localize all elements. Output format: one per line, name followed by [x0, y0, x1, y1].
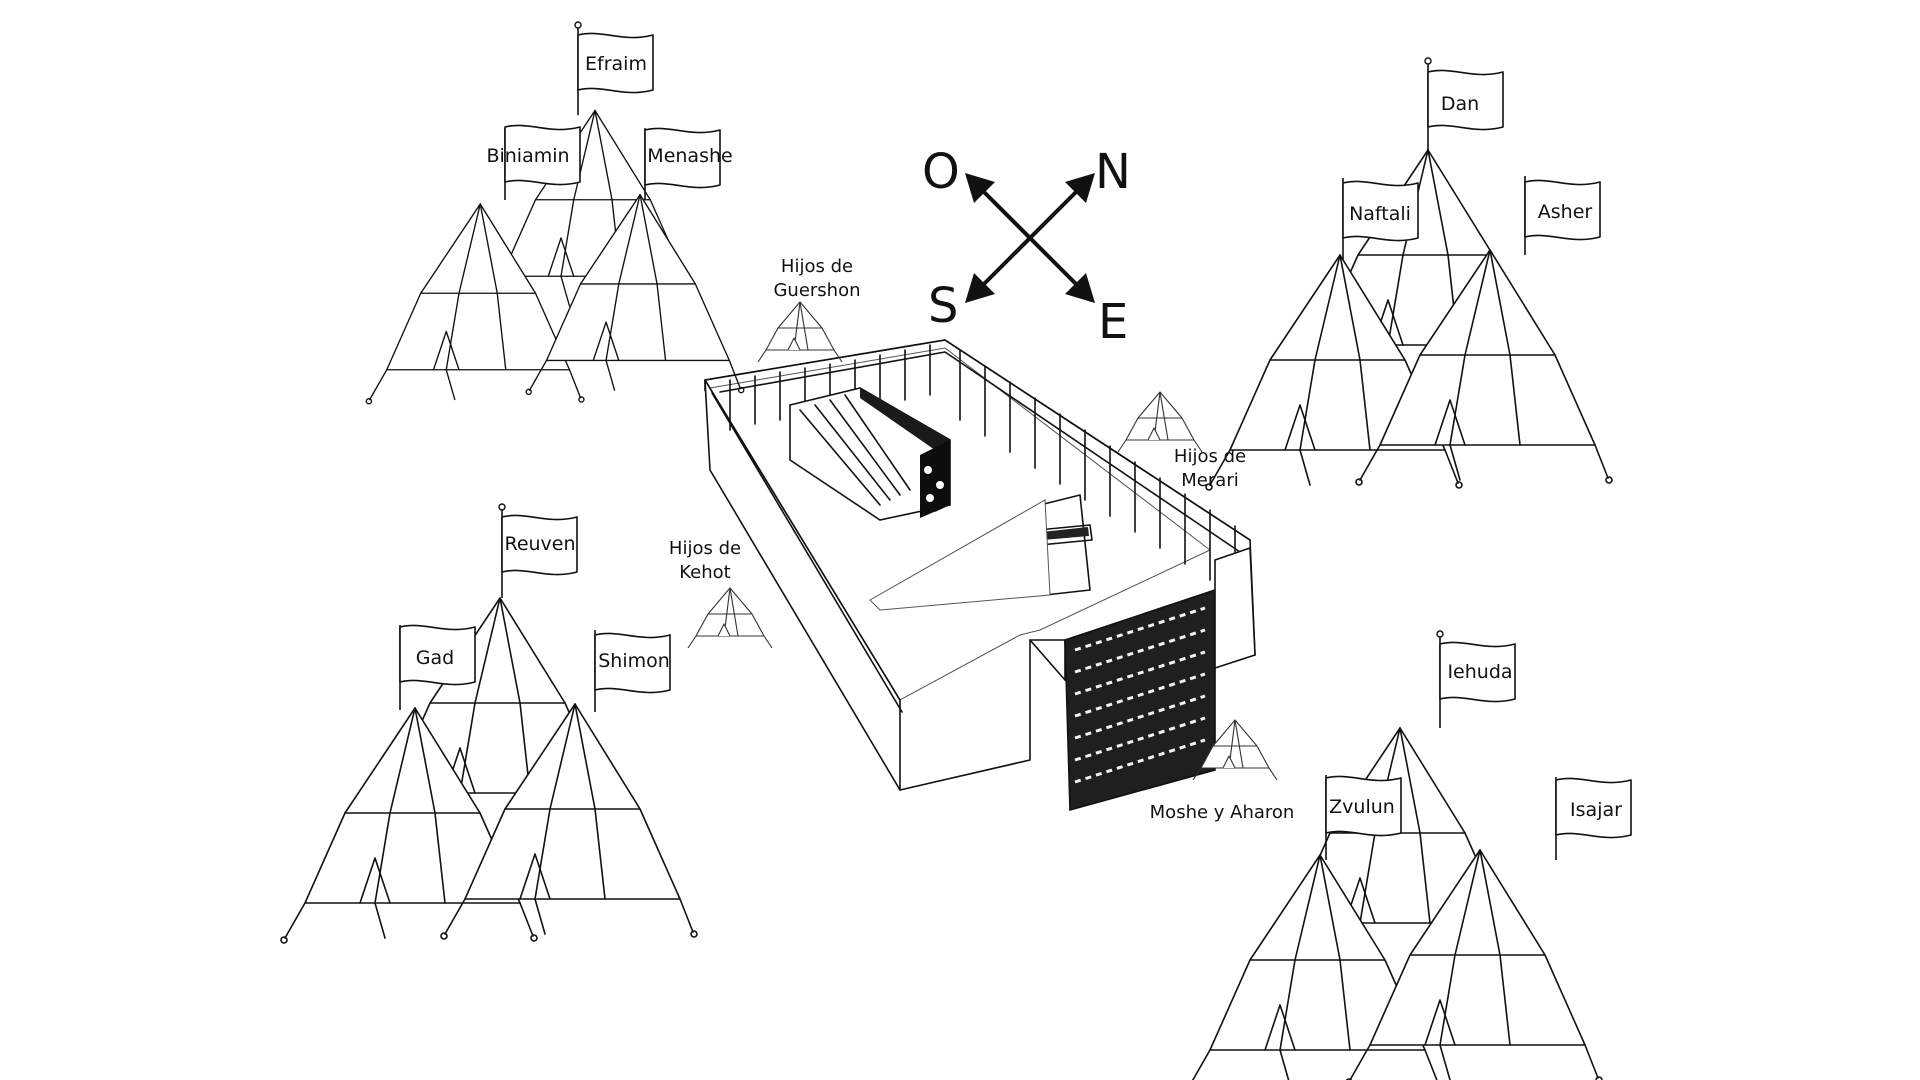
flag-label-biniamin: Biniamin [486, 145, 569, 167]
flag-label-dan: Dan [1441, 93, 1479, 115]
camp-reuven: Reuven Gad Shimon [280, 503, 698, 944]
moshe-aharon-label: Moshe y Aharon [1150, 802, 1295, 823]
tent-icon [757, 301, 843, 363]
flag-label-iehuda: Iehuda [1447, 661, 1512, 683]
guershon-label-line1: Hijos de [781, 256, 853, 277]
flag-label-efraim: Efraim [585, 53, 647, 75]
camp-dan: Dan Naftali Asher [1205, 57, 1613, 491]
kehot-label-line1: Hijos de [669, 538, 741, 559]
flag-main: Efraim [574, 21, 654, 115]
flag-label-asher: Asher [1538, 201, 1593, 223]
tent-icon [687, 587, 773, 649]
courtyard-gate [1064, 588, 1216, 812]
flag-right: Asher [1524, 176, 1601, 255]
flag-main: Reuven [498, 503, 578, 598]
flag-label-gad: Gad [416, 647, 454, 669]
compass-north-label: N [1095, 144, 1131, 200]
camp-iehuda: Iehuda Zvulun Isajar [1185, 630, 1632, 1080]
kehot-label-line2: Kehot [679, 562, 730, 583]
compass-arrows-icon [965, 173, 1095, 303]
fence-posts [704, 339, 1251, 713]
levite-camp-kehot: Hijos de Kehot [669, 538, 773, 649]
levite-camp-guershon: Hijos de Guershon [757, 256, 861, 363]
compass: O N S E [922, 144, 1131, 350]
flag-left: Gad [399, 624, 476, 710]
guershon-label-line2: Guershon [773, 280, 860, 301]
merari-label-line2: Merari [1181, 470, 1238, 491]
compass-west-label: O [922, 144, 960, 200]
flag-right: Shimon [594, 630, 671, 712]
altar [869, 494, 1093, 611]
flag-label-shimon: Shimon [598, 650, 670, 672]
mishkan-courtyard [704, 339, 1256, 812]
flag-left: Biniamin [486, 124, 581, 200]
flag-label-menashe: Menashe [647, 145, 732, 167]
flag-right: Isajar [1555, 777, 1632, 860]
camp-moshe-aharon: Moshe y Aharon [1150, 719, 1295, 823]
compass-east-label: E [1098, 294, 1128, 350]
tent-icon [1117, 391, 1203, 453]
flag-label-isajar: Isajar [1570, 799, 1622, 821]
flag-right: Menashe [644, 127, 733, 200]
flag-label-reuven: Reuven [504, 533, 575, 555]
flag-main: Iehuda [1436, 630, 1516, 728]
tabernacle [789, 387, 951, 521]
flag-main: Dan [1424, 57, 1504, 152]
camp-efraim: Efraim Biniamin Menashe [365, 21, 745, 405]
merari-label-line1: Hijos de [1174, 446, 1246, 467]
levite-camp-merari: Hijos de Merari [1117, 391, 1246, 491]
flag-left: Zvulun [1325, 775, 1402, 860]
compass-south-label: S [928, 278, 958, 334]
flag-left: Naftali [1342, 178, 1419, 260]
flag-label-naftali: Naftali [1349, 203, 1411, 225]
flag-label-zvulun: Zvulun [1329, 796, 1395, 818]
